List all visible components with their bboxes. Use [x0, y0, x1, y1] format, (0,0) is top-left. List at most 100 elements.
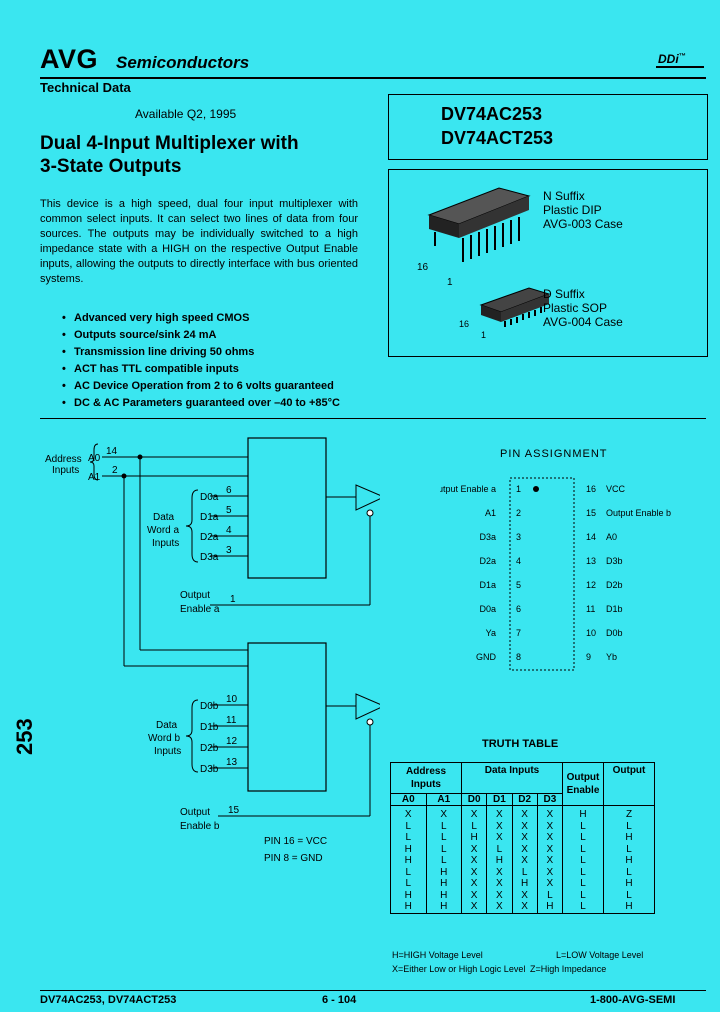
table-cell: L	[390, 866, 427, 878]
table-cell: L	[603, 843, 655, 855]
table-cell: X	[486, 866, 513, 878]
brand-subtitle: Semiconductors	[116, 53, 250, 72]
tt-group-header: Data Inputs	[461, 762, 563, 794]
table-cell: L	[603, 866, 655, 878]
table-cell: X	[425, 805, 462, 821]
pin-notes: PIN 16 = VCC PIN 8 = GND	[264, 836, 328, 864]
logic-diagram: Address Inputs A0 14 A1 2 Data Word a In…	[45, 437, 380, 832]
table-cell: L	[390, 832, 427, 844]
truth-table-title: TRUTH TABLE	[482, 738, 559, 750]
dip-package-icon	[427, 187, 531, 262]
pin-name: Output Enable b	[606, 508, 671, 518]
svg-text:D2a: D2a	[200, 532, 219, 543]
pin-number: 11	[586, 604, 595, 614]
brand-name: AVG	[40, 44, 99, 74]
footer-rule	[40, 990, 706, 991]
tt-group-header: Address Inputs	[390, 762, 462, 794]
table-cell: L	[425, 855, 462, 867]
table-cell: X	[460, 889, 488, 901]
truth-table: Address Inputs Data Inputs Output Enable…	[390, 762, 655, 914]
table-cell: X	[486, 901, 513, 914]
sop-package-icon	[479, 287, 551, 327]
table-cell: H	[562, 805, 604, 821]
table-cell: H	[603, 855, 655, 867]
table-cell: X	[390, 805, 427, 821]
tt-column-header: D3	[536, 793, 564, 806]
tristate-buffer-b	[355, 693, 380, 720]
pin-number: 10	[586, 628, 596, 638]
tt-column-header: D0	[460, 793, 488, 806]
dip-pin-label: 16	[417, 262, 429, 273]
svg-text:D1b: D1b	[200, 722, 219, 733]
side-tab-label: 253	[12, 718, 37, 755]
feature-item: Outputs source/sink 24 mA	[62, 327, 340, 344]
tt-group-header: Output Enable	[562, 762, 604, 806]
table-cell: H	[390, 855, 427, 867]
svg-text:Data: Data	[153, 512, 175, 523]
table-cell: L	[390, 820, 427, 832]
svg-text:A1: A1	[88, 472, 101, 483]
table-cell: L	[562, 820, 604, 832]
table-cell: X	[536, 843, 564, 855]
table-cell: X	[536, 866, 564, 878]
table-cell: H	[390, 901, 427, 914]
svg-text:Inputs: Inputs	[52, 465, 79, 476]
table-cell: H	[425, 901, 462, 914]
part-number: DV74AC253	[441, 104, 543, 124]
table-cell: L	[562, 889, 604, 901]
table-cell: H	[425, 889, 462, 901]
pin-name: D2a	[479, 556, 496, 566]
table-cell: L	[536, 889, 564, 901]
table-cell: X	[460, 901, 488, 914]
table-cell: H	[425, 878, 462, 890]
ddi-logo: DDi™	[658, 52, 686, 66]
pin-number: 9	[586, 652, 591, 662]
pin-name: Output Enable a	[440, 484, 496, 494]
pin-name: D3b	[606, 556, 623, 566]
svg-text:D0b: D0b	[200, 701, 219, 712]
table-cell: X	[511, 855, 538, 867]
svg-text:5: 5	[226, 505, 232, 516]
table-cell: X	[486, 878, 513, 890]
table-cell: X	[536, 820, 564, 832]
table-cell: X	[460, 866, 488, 878]
table-cell: L	[425, 843, 462, 855]
table-cell: L	[425, 820, 462, 832]
table-cell: L	[562, 866, 604, 878]
pin-name: D3a	[479, 532, 496, 542]
pin-name: Yb	[606, 652, 617, 662]
svg-text:Output: Output	[180, 807, 210, 818]
table-cell: H	[486, 855, 513, 867]
pin-number: 16	[586, 484, 596, 494]
table-cell: H	[460, 832, 488, 844]
pin-name: GND	[476, 652, 497, 662]
section-label: Technical Data	[40, 80, 131, 95]
pin-number: 3	[516, 532, 521, 542]
pin-name: D0b	[606, 628, 623, 638]
table-cell: H	[390, 889, 427, 901]
table-cell: L	[460, 820, 488, 832]
page-number: 6 - 104	[322, 994, 357, 1006]
svg-text:14: 14	[106, 446, 118, 457]
svg-text:13: 13	[226, 757, 238, 768]
table-cell: L	[562, 878, 604, 890]
part-number: DV74ACT253	[441, 128, 554, 148]
table-cell: X	[511, 843, 538, 855]
logo-underline	[656, 66, 704, 68]
pin-assignment: PIN ASSIGNMENT Output Enable a1A12D3a3D2…	[440, 448, 671, 671]
pin-number: 14	[586, 532, 596, 542]
footer-part-numbers: DV74AC253, DV74ACT253	[40, 994, 177, 1006]
svg-text:3: 3	[226, 545, 232, 556]
table-cell: L	[562, 832, 604, 844]
availability-note: Available Q2, 1995	[135, 107, 237, 121]
table-cell: H	[536, 901, 564, 914]
svg-text:1: 1	[230, 594, 236, 605]
table-cell: X	[486, 805, 513, 821]
mux-block-a	[247, 437, 327, 579]
feature-item: AC Device Operation from 2 to 6 volts gu…	[62, 378, 340, 395]
table-cell: X	[486, 832, 513, 844]
